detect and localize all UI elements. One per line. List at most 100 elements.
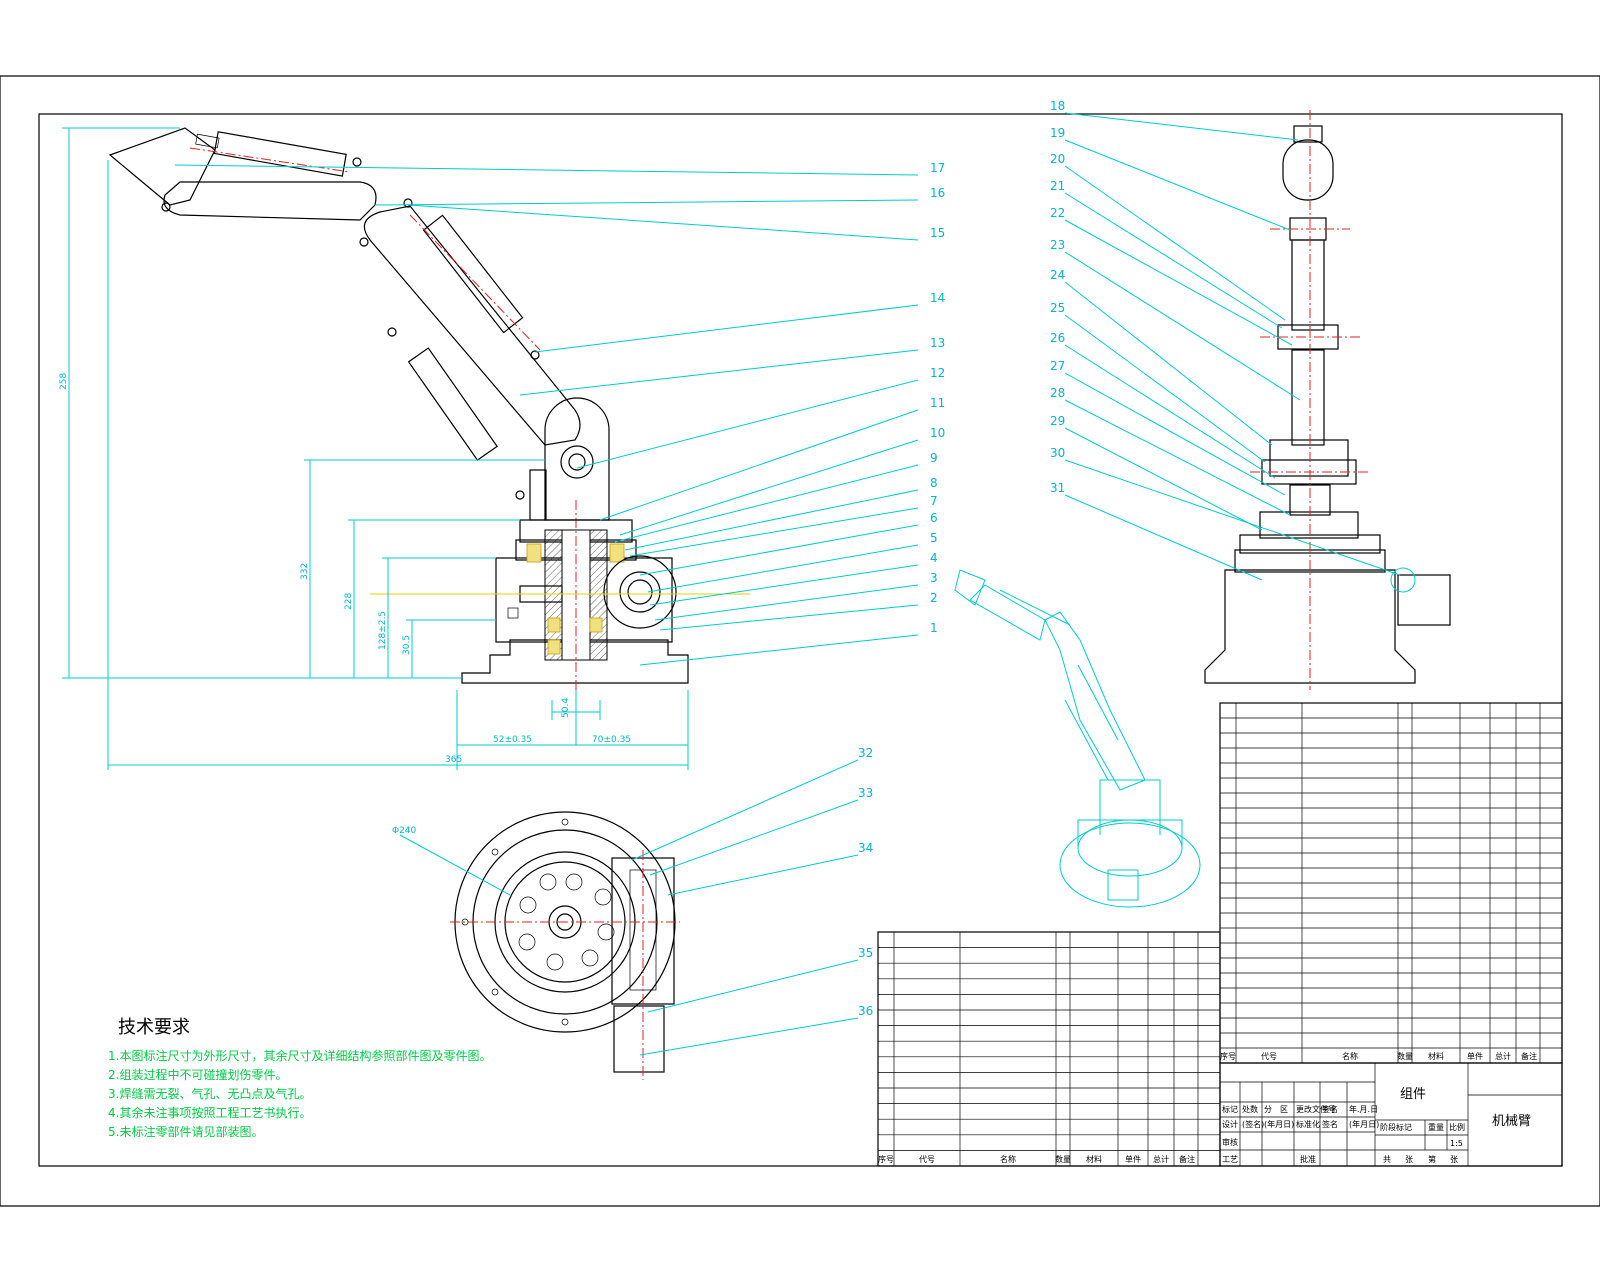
balloon-14: 14 xyxy=(930,291,945,305)
bom-footer-7: 备注 xyxy=(1521,1051,1537,1061)
tb-sheet-2: 第 xyxy=(1428,1154,1436,1164)
bom-footer-lower-0: 序号 xyxy=(878,1154,894,1164)
side-view xyxy=(1204,110,1451,690)
balloon-10: 10 xyxy=(930,426,945,440)
bom-footer-2: 名称 xyxy=(1342,1051,1358,1061)
dim-228: 228 xyxy=(344,593,354,610)
balloon-9: 9 xyxy=(930,451,938,465)
balloon-3: 3 xyxy=(930,571,938,585)
balloon-32: 32 xyxy=(858,746,873,760)
balloon-36: 36 xyxy=(858,1004,873,1018)
balloon-22: 22 xyxy=(1050,206,1065,220)
tb-row2-2: (年月日) xyxy=(1264,1119,1294,1129)
tb-row1-2: 分 xyxy=(1264,1105,1272,1114)
tb-row1-0: 标记 xyxy=(1222,1104,1238,1114)
tb-row1-3: 区 xyxy=(1280,1105,1288,1114)
bom-footer-lower-5: 单件 xyxy=(1125,1154,1141,1164)
tech-line-5: 5.未标注零部件请见部装图。 xyxy=(108,1124,263,1139)
bom-footer-5: 单件 xyxy=(1467,1051,1483,1061)
bom-footer-lower-7: 备注 xyxy=(1179,1154,1195,1164)
bom-footer-lower-3: 数量 xyxy=(1055,1154,1071,1164)
tb-process: 工艺 xyxy=(1222,1155,1238,1164)
tb-row2-5: (年月日) xyxy=(1349,1119,1379,1129)
tb-scale: 1:5 xyxy=(1450,1139,1463,1148)
dim-128: 128±2.5 xyxy=(378,611,388,650)
balloon-17: 17 xyxy=(930,161,945,175)
balloon-33: 33 xyxy=(858,786,873,800)
tb-weight: 重量 xyxy=(1428,1122,1444,1132)
tb-drawing-name: 机械臂 xyxy=(1492,1114,1531,1129)
bom-footer-6: 总计 xyxy=(1495,1051,1511,1061)
tech-line-2: 2.组装过程中不可碰撞划伤零件。 xyxy=(108,1067,287,1082)
balloon-1: 1 xyxy=(930,621,938,635)
balloon-28: 28 xyxy=(1050,386,1065,400)
bom-footer-0: 序号 xyxy=(1220,1051,1236,1061)
balloon-13: 13 xyxy=(930,336,945,350)
bom-footer-1: 代号 xyxy=(1261,1051,1277,1061)
bom-table-right: 序号 代号 名称 数量 材料 单件 总计备注 xyxy=(1219,702,1563,1064)
tb-review: 审核 xyxy=(1222,1137,1238,1147)
balloon-8: 8 xyxy=(930,476,938,490)
tb-part-label: 组件 xyxy=(1400,1087,1426,1102)
isometric-view xyxy=(954,569,1201,908)
dim-70: 70±0.35 xyxy=(592,735,631,745)
tb-row2-0: 设计 xyxy=(1222,1119,1238,1129)
tb-sheet-3: 张 xyxy=(1450,1155,1458,1164)
leaders-left xyxy=(174,164,919,666)
tb-row2-4: 签名 xyxy=(1322,1119,1338,1129)
balloon-20: 20 xyxy=(1050,152,1065,166)
leaders-right xyxy=(1064,112,1401,581)
dim-52: 52±0.35 xyxy=(493,735,532,745)
bom-footer-lower-1: 代号 xyxy=(919,1154,935,1164)
balloon-18: 18 xyxy=(1050,99,1065,113)
balloon-30: 30 xyxy=(1050,446,1065,460)
balloon-5: 5 xyxy=(930,531,938,545)
tech-line-4: 4.其余未注事项按照工程工艺书执行。 xyxy=(108,1105,311,1120)
dim-258: 258 xyxy=(59,373,69,390)
dim-phi: Φ240 xyxy=(392,826,417,836)
balloon-4: 4 xyxy=(930,551,938,565)
tb-approve: 批准 xyxy=(1300,1154,1316,1164)
tech-line-1: 1.本图标注尺寸为外形尺寸，其余尺寸及详细结构参照部件图及零件图。 xyxy=(108,1048,491,1063)
balloon-19: 19 xyxy=(1050,126,1065,140)
tech-heading: 技术要求 xyxy=(118,1017,190,1038)
dim-30-5: 30.5 xyxy=(402,635,412,655)
tb-sheet-1: 张 xyxy=(1405,1155,1413,1164)
balloon-35: 35 xyxy=(858,946,873,960)
tech-line-3: 3.焊缝需无裂、气孔、无凸点及气孔。 xyxy=(108,1086,311,1101)
tb-row2-1: (签名) xyxy=(1242,1119,1264,1129)
dim-332: 332 xyxy=(300,563,310,580)
tb-row1-4: 更改文件号 xyxy=(1296,1104,1336,1114)
front-view xyxy=(108,127,750,720)
balloon-7: 7 xyxy=(930,494,938,508)
balloon-34: 34 xyxy=(858,841,873,855)
balloon-25: 25 xyxy=(1050,301,1065,315)
bom-footer-3: 数量 xyxy=(1397,1051,1413,1061)
bom-footer-4: 材料 xyxy=(1428,1051,1444,1061)
balloon-6: 6 xyxy=(930,511,938,525)
bom-footer-lower-4: 材料 xyxy=(1086,1154,1102,1164)
dim-365: 365 xyxy=(445,755,462,765)
technical-requirements: 技术要求 1.本图标注尺寸为外形尺寸，其余尺寸及详细结构参照部件图及零件图。 2… xyxy=(108,1017,491,1139)
bom-footer-lower-2: 名称 xyxy=(1000,1154,1016,1164)
bom-table-lower: 序号 代号 名称 数量 材料 单件 总计备注 xyxy=(877,931,1221,1167)
tb-row1-6: 年.月.日 xyxy=(1349,1104,1378,1114)
title-block-text: 标记处数分区更改文件号签名年.月.日设计(签名)(年月日)标准化签名(年月日)审… xyxy=(1222,1087,1531,1164)
balloon-31: 31 xyxy=(1050,481,1065,495)
title-block xyxy=(1219,1062,1563,1167)
tb-stage: 阶段标记 xyxy=(1380,1122,1412,1132)
balloon-11: 11 xyxy=(930,396,945,410)
plan-view: Φ240 xyxy=(392,759,859,1080)
bom-footer-lower-6: 总计 xyxy=(1153,1154,1169,1164)
balloon-16: 16 xyxy=(930,186,945,200)
balloon-23: 23 xyxy=(1050,238,1065,252)
dimensions: 258 332 228 128±2.5 30.5 50.4 52±0.35 70… xyxy=(59,127,689,770)
tb-row1-1: 处数 xyxy=(1242,1104,1258,1114)
balloon-21: 21 xyxy=(1050,179,1065,193)
balloon-27: 27 xyxy=(1050,359,1065,373)
balloon-2: 2 xyxy=(930,591,938,605)
inner-frame xyxy=(38,113,1563,1167)
